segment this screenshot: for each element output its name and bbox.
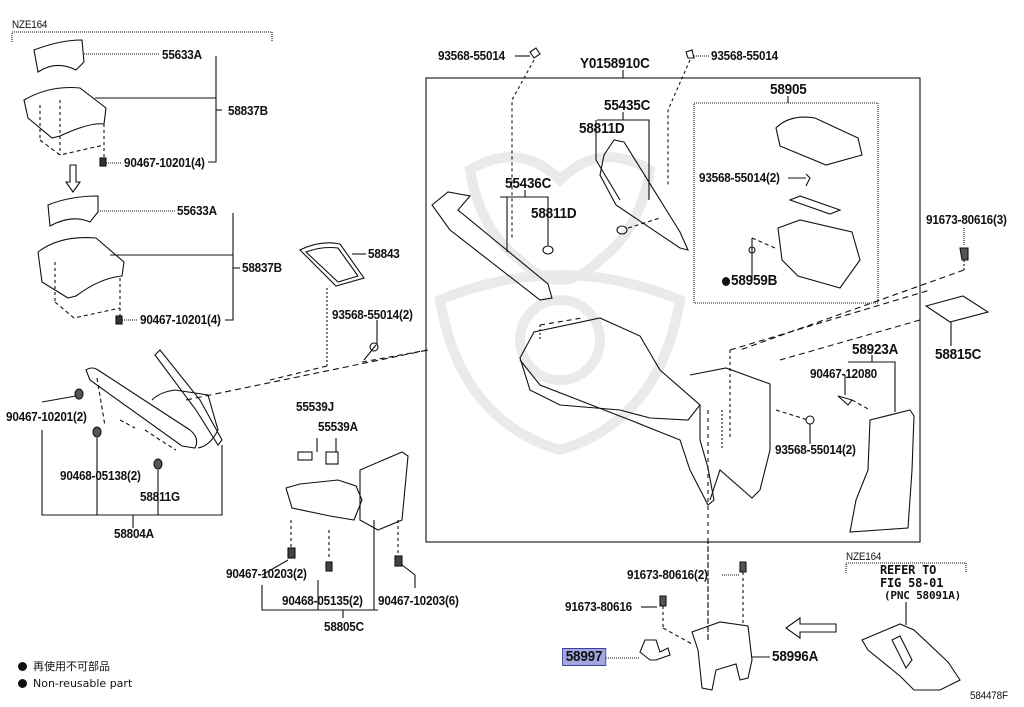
legend-jp: 再使用不可部品 <box>18 661 110 673</box>
legend-jp-text: 再使用不可部品 <box>33 660 110 673</box>
part-90467-10203-2[interactable]: 90467-10203(2) <box>226 566 307 581</box>
side-trim-58923A-shape <box>849 409 915 533</box>
illustration-ref: 584478F <box>970 690 1008 702</box>
part-90467-10201-4[interactable]: 90467-10201(4) <box>124 155 205 170</box>
part-93568-55014-2[interactable]: 93568-55014(2) <box>699 170 780 185</box>
part-55435C[interactable]: 55435C <box>604 97 651 114</box>
non-reusable-dot-icon <box>18 662 27 671</box>
clip-icon <box>99 157 107 167</box>
non-reusable-dot-icon <box>722 277 731 286</box>
legend-en: Non-reusable part <box>18 678 132 690</box>
part-93568-55014-2[interactable]: 93568-55014(2) <box>775 442 856 457</box>
console-assembly-label[interactable]: Y0158910C <box>580 55 650 72</box>
screw-icon <box>369 342 379 352</box>
side-panel-55435C-shape <box>599 139 689 251</box>
part-91673-80616-3[interactable]: 91673-80616(3) <box>926 212 1007 227</box>
armrest-base-shape <box>777 219 861 289</box>
cover-55633A-shape <box>33 39 85 73</box>
part-55539J[interactable]: 55539J <box>296 399 334 414</box>
part-58843[interactable]: 58843 <box>368 246 400 261</box>
variant-label-top: NZE164 <box>12 19 48 31</box>
console-body-shape <box>519 317 701 421</box>
console-box-label[interactable]: 58905 <box>770 81 807 98</box>
refer-note-line1: REFER TO <box>880 563 937 577</box>
tray-58805C-shape <box>285 479 363 521</box>
part-93568-55014[interactable]: 93568-55014 <box>711 48 778 63</box>
refer-note-line3: (PNC 58091A) <box>884 589 962 602</box>
part-55539A[interactable]: 55539A <box>318 419 358 434</box>
part-58805C[interactable]: 58805C <box>324 619 364 634</box>
bracket-58996A-shape <box>691 621 753 691</box>
panel-58843-shape <box>299 242 365 287</box>
legend-en-text: Non-reusable part <box>33 677 133 690</box>
part-58959B-number: 58959B <box>731 272 778 289</box>
part-93568-55014[interactable]: 93568-55014 <box>438 48 505 63</box>
variant-label-bottom: NZE164 <box>846 551 882 563</box>
box-58837B-shape <box>23 86 107 139</box>
variant-bracket-top <box>11 31 273 42</box>
part-58811G[interactable]: 58811G <box>140 489 180 504</box>
part-90467-10201-2[interactable]: 90467-10201(2) <box>6 409 87 424</box>
part-91673-80616-2[interactable]: 91673-80616(2) <box>627 567 708 582</box>
part-90468-05135-2[interactable]: 90468-05135(2) <box>282 593 363 608</box>
part-58997-highlighted[interactable]: 58997 <box>562 648 606 666</box>
part-58837B[interactable]: 58837B <box>242 260 282 275</box>
part-90467-10201-4[interactable]: 90467-10201(4) <box>140 312 221 327</box>
part-55633A[interactable]: 55633A <box>177 203 217 218</box>
part-93568-55014-2[interactable]: 93568-55014(2) <box>332 307 413 322</box>
shift-cover-58804A-shape <box>85 367 198 449</box>
part-90468-05138-2[interactable]: 90468-05138(2) <box>60 468 141 483</box>
left-arrow-icon <box>785 616 837 640</box>
part-58923A[interactable]: 58923A <box>852 341 899 358</box>
non-reusable-dot-icon <box>18 679 27 688</box>
part-90467-10203-6[interactable]: 90467-10203(6) <box>378 593 459 608</box>
refer-note-line2[interactable]: FIG 58-01 <box>880 576 944 590</box>
console-assembly-frame <box>425 77 921 543</box>
console-box-frame <box>693 102 879 304</box>
part-58804A[interactable]: 58804A <box>114 526 154 541</box>
down-arrow-icon <box>64 164 82 193</box>
part-58815C[interactable]: 58815C <box>935 346 982 363</box>
part-90467-12080[interactable]: 90467-12080 <box>810 366 877 381</box>
side-panel-55436C-shape <box>431 191 553 301</box>
part-58811D[interactable]: 58811D <box>531 205 577 222</box>
part-91673-80616[interactable]: 91673-80616 <box>565 599 632 614</box>
floor-bracket-shape <box>861 623 961 691</box>
part-58959B[interactable]: 58959B <box>722 273 777 289</box>
clip-icon <box>74 388 84 400</box>
part-55633A[interactable]: 55633A <box>162 47 202 62</box>
armrest-lid-shape <box>775 116 863 166</box>
part-58837B[interactable]: 58837B <box>228 103 268 118</box>
part-55436C[interactable]: 55436C <box>505 175 552 192</box>
watermark-emblem <box>434 152 686 456</box>
bracket-58997-shape <box>639 639 671 661</box>
part-58996A[interactable]: 58996A <box>772 648 819 665</box>
part-58811D[interactable]: 58811D <box>579 120 625 137</box>
